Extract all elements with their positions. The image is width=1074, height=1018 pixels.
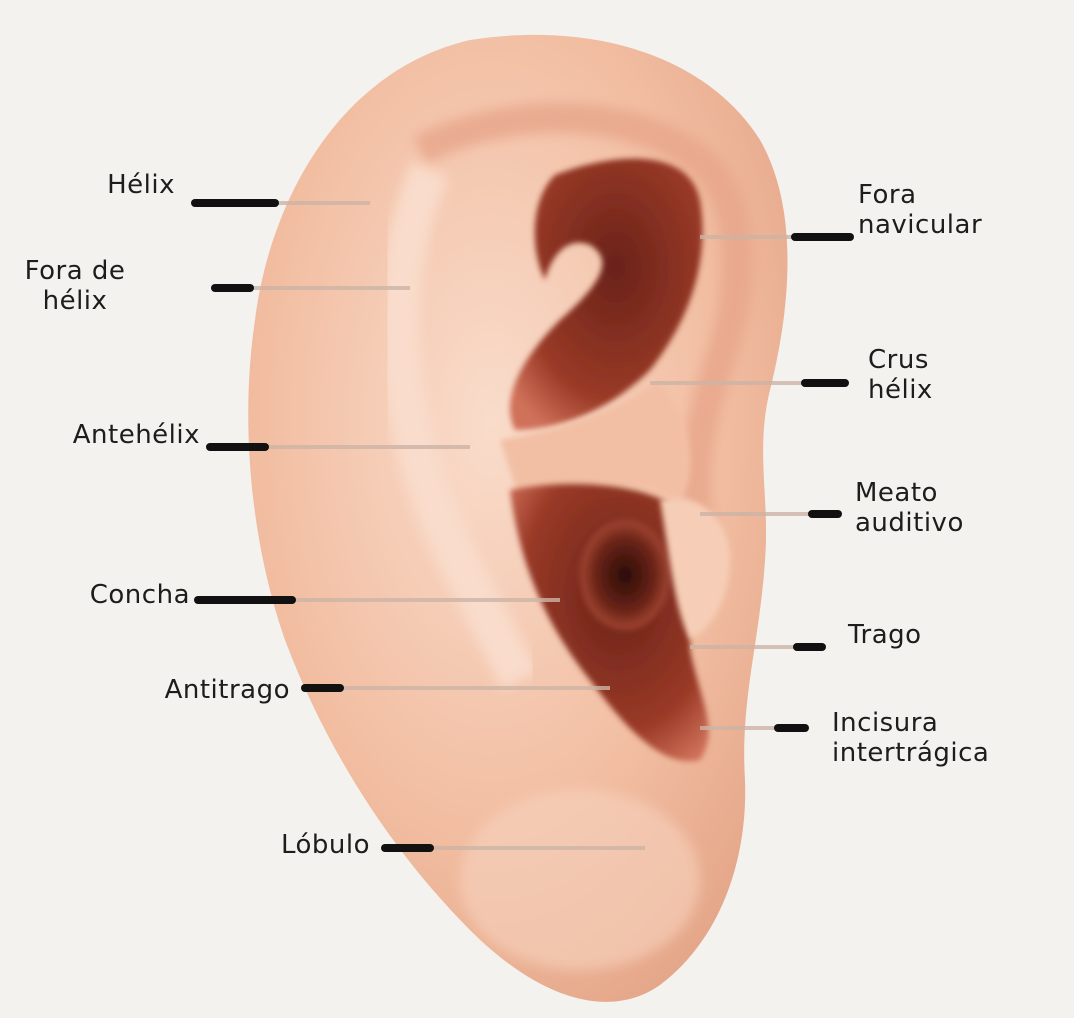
label-meatus: Meato auditivo (855, 478, 1065, 538)
label-antihelix: Antehélix (20, 420, 200, 450)
meatus-opening (580, 520, 670, 630)
label-antitragus: Antitrago (100, 675, 290, 705)
label-tragus: Trago (848, 620, 1008, 650)
lobule-highlight (460, 790, 700, 970)
label-fossa-navicular: Fora navicular (858, 180, 1058, 240)
label-fossa-helix: Fora de hélix (0, 256, 150, 316)
label-intertragic-notch: Incisura intertrágica (832, 708, 1067, 768)
label-lobule: Lóbulo (230, 830, 370, 860)
label-concha: Concha (30, 580, 190, 610)
label-crus-helix: Crus hélix (868, 345, 1028, 405)
label-helix: Hélix (40, 170, 175, 200)
